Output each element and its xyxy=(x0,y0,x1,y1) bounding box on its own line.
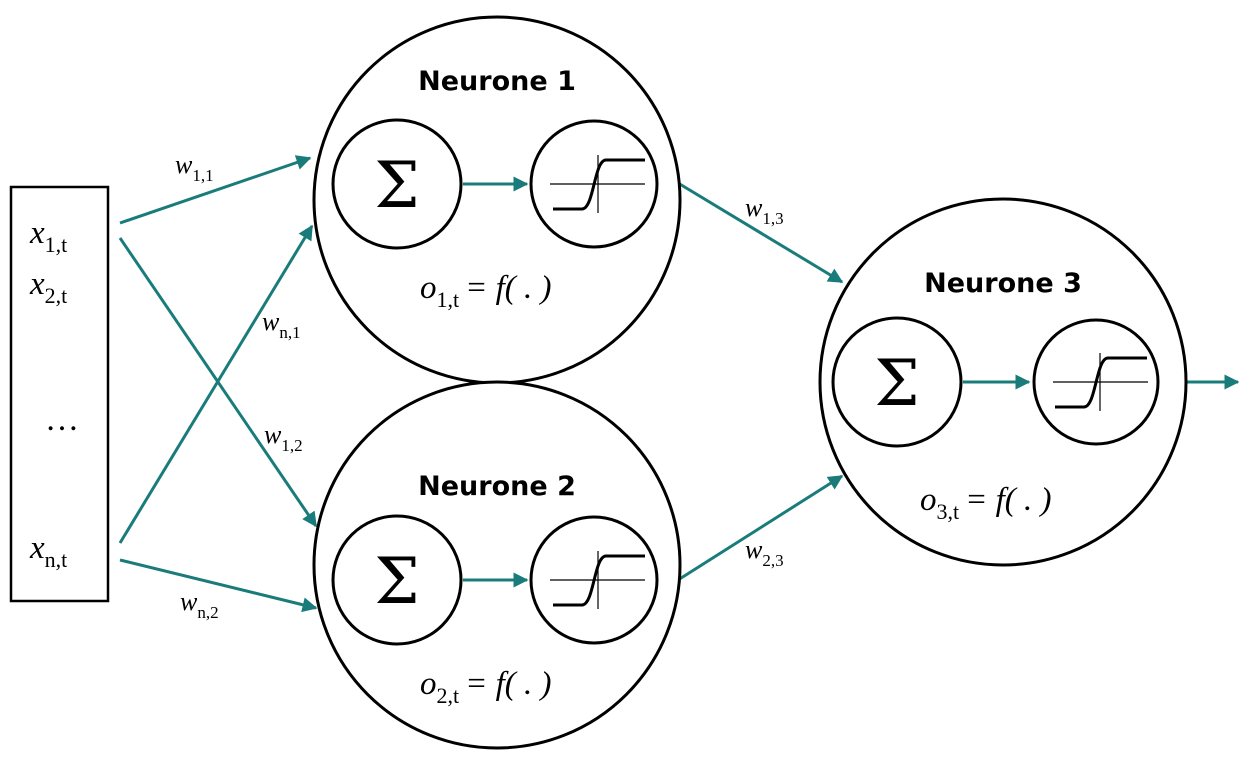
neuron-2-body xyxy=(312,380,682,750)
edge-x1-n2 xyxy=(118,237,318,528)
neuron-2-activation xyxy=(529,515,659,645)
weight-wn2: wn,2 xyxy=(180,587,219,622)
input-x2: x2,t xyxy=(29,266,67,308)
weight-w11: w1,1 xyxy=(175,150,214,185)
weight-w12: w1,2 xyxy=(264,420,303,455)
neuron-1-activation xyxy=(529,119,659,249)
neuron-3-activation xyxy=(1032,318,1160,446)
input-xn: xn,t xyxy=(29,530,67,572)
sigmoid-icon xyxy=(550,551,645,609)
input-vector: x1,t x2,t … xn,t xyxy=(9,185,110,603)
weight-w23: w2,3 xyxy=(745,535,784,570)
neuron-1-sigma-icon: Σ xyxy=(374,149,419,223)
neuron-2: Neurone 2 Σ o2,t= f( . ) xyxy=(312,380,682,750)
neuron-2-sum-node xyxy=(331,514,463,646)
neuron-3-title: Neurone 3 xyxy=(924,268,1082,299)
weight-labels: w1,1 wn,1 w1,2 wn,2 w1,3 w2,3 xyxy=(175,150,784,622)
neuron-1-sum-node xyxy=(331,118,463,250)
input-box xyxy=(9,185,110,603)
edge-n2-n3 xyxy=(677,474,844,582)
edge-n1-n3 xyxy=(677,181,844,284)
connections xyxy=(118,155,1239,613)
neuron-2-title: Neurone 2 xyxy=(418,471,576,502)
neuron-1-title: Neurone 1 xyxy=(418,66,576,97)
neuron-3-sum-node xyxy=(831,316,963,448)
edge-xn-n2 xyxy=(119,558,318,613)
weight-w13: w1,3 xyxy=(745,193,784,228)
neuron-2-output: o2,t= f( . ) xyxy=(420,666,552,708)
weight-wn1: wn,1 xyxy=(262,307,301,342)
neuron-1-output: o1,t= f( . ) xyxy=(420,270,552,312)
neuron-3: Neurone 3 Σ o3,t= f( . ) xyxy=(818,197,1188,567)
input-ellipsis: … xyxy=(45,401,79,438)
sigmoid-icon xyxy=(1053,353,1148,411)
neuron-2-sigma-icon: Σ xyxy=(374,545,419,619)
input-x1: x1,t xyxy=(29,215,67,257)
neuron-3-output: o3,t= f( . ) xyxy=(920,482,1052,524)
edge-xn-n1 xyxy=(118,224,314,544)
sigmoid-icon xyxy=(550,155,645,213)
neuron-3-sigma-icon: Σ xyxy=(874,347,919,421)
neuron-1: Neurone 1 Σ o1,t= f( . ) xyxy=(312,15,682,385)
edge-x1-n1 xyxy=(119,155,312,225)
